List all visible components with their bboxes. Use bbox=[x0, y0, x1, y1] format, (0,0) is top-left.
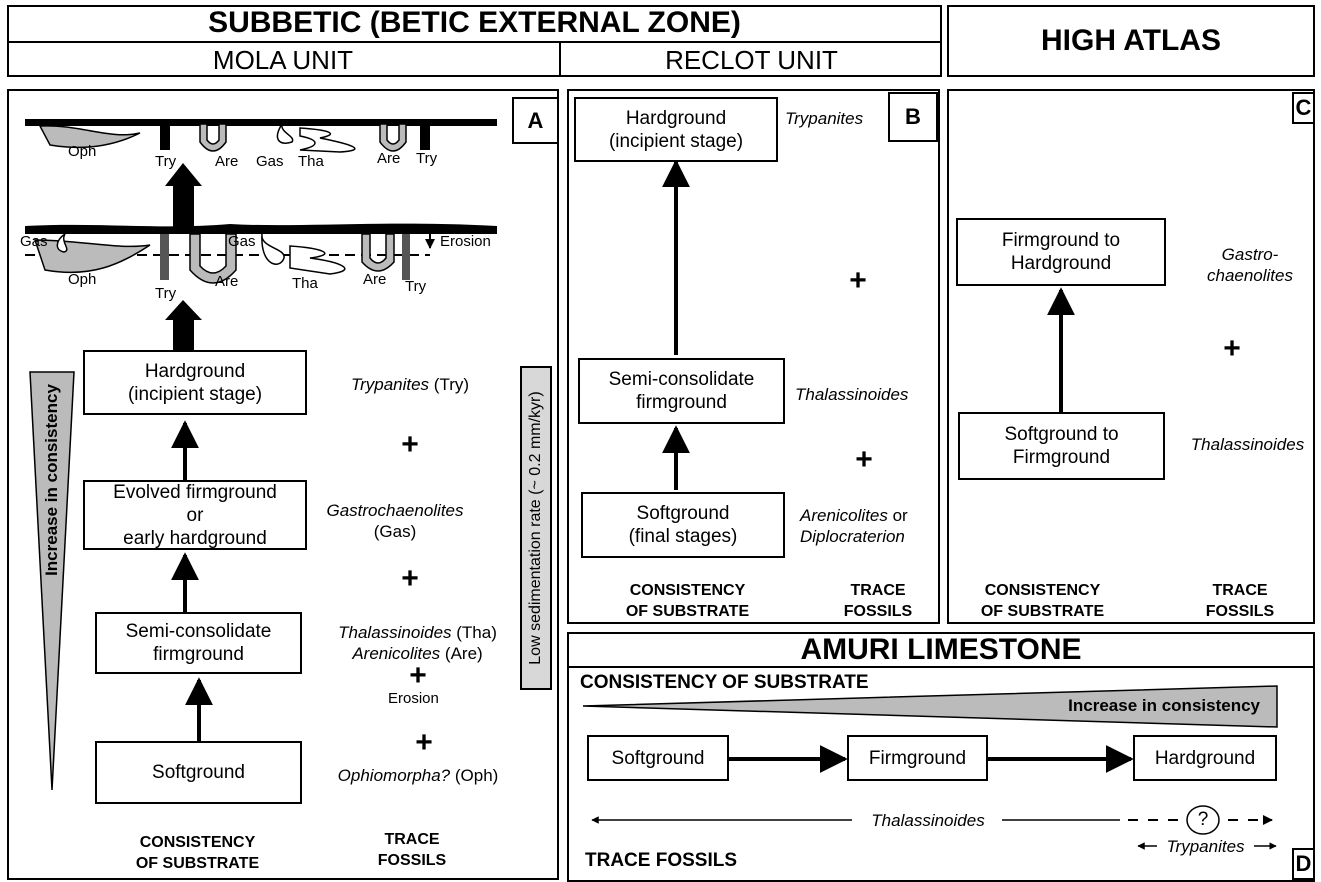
sedimentation-rate-label: Low sedimentation rate (~ 0.2 mm/kyr) bbox=[527, 391, 544, 665]
sketch-top-oph: Oph bbox=[68, 143, 97, 160]
header-vertical-divider bbox=[559, 41, 561, 77]
sketch-top-gas: Gas bbox=[256, 153, 284, 170]
trace-b-are-or: or bbox=[887, 506, 908, 525]
trace-a-tha-name: Thalassinoides bbox=[338, 623, 452, 642]
panel-c-tag: C bbox=[1292, 92, 1315, 124]
panel-b-tag: B bbox=[888, 92, 938, 142]
box-d-firmground: Firmground bbox=[847, 735, 988, 781]
reclot-unit-title: RECLOT UNIT bbox=[665, 44, 838, 75]
sketch-mid-tha: Tha bbox=[292, 275, 318, 292]
trace-c-gastrochaenolites: Gastro- chaenolites bbox=[1206, 245, 1293, 285]
footer-c-consistency: CONSISTENCY OF SUBSTRATE bbox=[980, 582, 1105, 620]
footer-b-trace: TRACE FOSSILS bbox=[843, 582, 913, 620]
trace-a-trypanites-name: Trypanites bbox=[350, 375, 430, 394]
trace-a-oph-abbr: (Oph) bbox=[450, 766, 499, 785]
sketch-mid-oph: Oph bbox=[68, 271, 97, 288]
high-atlas-title: HIGH ATLAS bbox=[947, 5, 1315, 77]
trace-a-ophiomorpha: Ophiomorpha? (Oph) bbox=[318, 765, 518, 786]
plus-a-3: + bbox=[409, 659, 427, 692]
d-thalassinoides: Thalassinoides bbox=[871, 811, 985, 830]
amuri-title: AMURI LIMESTONE bbox=[800, 633, 1082, 666]
sketch-mid-try: Try bbox=[155, 285, 177, 302]
sedimentation-rate-bar bbox=[520, 366, 552, 690]
trace-b-thalassinoides: Thalassinoides bbox=[795, 385, 909, 404]
consistency-wedge-horizontal bbox=[582, 685, 1278, 728]
trace-b-trypanites: Trypanites bbox=[785, 109, 864, 128]
box-a-softground: Softground bbox=[95, 741, 302, 804]
trace-a-thalassinoides: Thalassinoides (Tha) Arenicolites (Are) bbox=[320, 622, 515, 664]
trace-a-tha-abbr: (Tha) bbox=[451, 623, 497, 642]
d-trace-title: TRACE FOSSILS bbox=[585, 850, 738, 871]
trace-b-diplocraterion: Diplocraterion bbox=[800, 527, 905, 546]
plus-b-1: + bbox=[849, 264, 867, 297]
consistency-wedge bbox=[29, 371, 75, 791]
panel-a-frame bbox=[7, 89, 559, 880]
sketch-top-are1: Are bbox=[215, 153, 239, 170]
sketch-top-try1: Try bbox=[155, 153, 177, 170]
box-a-hardground: Hardground (incipient stage) bbox=[83, 350, 307, 415]
sketch-mid-gas2: Gas bbox=[228, 233, 256, 250]
panel-a-tag: A bbox=[512, 97, 559, 144]
mola-unit-title: MOLA UNIT bbox=[212, 44, 354, 75]
trace-a-gas-abbr: (Gas) bbox=[373, 522, 417, 541]
sketch-mid-erosion: Erosion bbox=[440, 233, 491, 250]
box-b-softground: Softground (final stages) bbox=[581, 492, 785, 558]
plus-b-2: + bbox=[855, 443, 873, 476]
d-question-mark: ? bbox=[1197, 809, 1209, 830]
plus-a-1: + bbox=[401, 428, 419, 461]
trace-b-are-name: Arenicolites bbox=[800, 506, 888, 525]
d-trypanites: Trypanites bbox=[1166, 837, 1245, 856]
sketch-mid-gas1: Gas bbox=[20, 233, 48, 250]
trace-a-trypanites-abbr: (Try) bbox=[429, 375, 470, 394]
plus-c-1: + bbox=[1223, 332, 1241, 365]
trace-a-oph-name: Ophiomorpha? bbox=[337, 766, 451, 785]
sketch-top-tha: Tha bbox=[298, 153, 324, 170]
box-c-firmground-to-hardground: Firmground to Hardground bbox=[956, 218, 1166, 286]
footer-b-consistency: CONSISTENCY OF SUBSTRATE bbox=[625, 582, 750, 620]
trace-b-arenicolites: Arenicolites or Diplocraterion bbox=[800, 505, 940, 547]
trace-a-trypanites: Trypanites (Try) bbox=[320, 374, 500, 395]
question-circle bbox=[1186, 805, 1220, 835]
box-b-hardground: Hardground (incipient stage) bbox=[574, 97, 778, 162]
footer-c-trace: TRACE FOSSILS bbox=[1205, 582, 1275, 620]
panel-c-frame bbox=[947, 89, 1315, 624]
sketch-mid-are2: Are bbox=[363, 271, 387, 288]
header-divider bbox=[7, 41, 942, 43]
footer-a-trace: TRACE FOSSILS bbox=[377, 831, 447, 869]
sketch-top-try2: Try bbox=[416, 150, 438, 167]
burrow-sketch-middle bbox=[25, 223, 497, 284]
box-d-softground: Softground bbox=[587, 735, 729, 781]
burrow-sketch-top bbox=[25, 119, 497, 153]
box-c-softground-to-firmground: Softground to Firmground bbox=[958, 412, 1165, 480]
box-a-semi-consolidate: Semi-consolidate firmground bbox=[95, 612, 302, 674]
d-gradient-label: Increase in consistency bbox=[1068, 696, 1260, 715]
block-arrow-upper bbox=[165, 163, 202, 228]
subbetic-title: SUBBETIC (BETIC EXTERNAL ZONE) bbox=[208, 6, 741, 39]
trace-a-gas-name: Gastrochaenolites bbox=[326, 501, 464, 520]
box-b-semi-consolidate: Semi-consolidate firmground bbox=[578, 358, 785, 424]
sketch-mid-try2: Try bbox=[405, 278, 427, 295]
plus-a-2: + bbox=[401, 562, 419, 595]
box-d-hardground: Hardground bbox=[1133, 735, 1277, 781]
sketch-top-are2: Are bbox=[377, 150, 401, 167]
block-arrow-lower bbox=[165, 300, 202, 350]
trace-a-gastrochaenolites: Gastrochaenolites (Gas) bbox=[305, 500, 485, 542]
panel-b-frame bbox=[567, 89, 940, 624]
footer-a-consistency: CONSISTENCY OF SUBSTRATE bbox=[135, 834, 260, 872]
plus-a-4: + bbox=[415, 726, 433, 759]
erosion-label: Erosion bbox=[388, 690, 439, 707]
trace-a-are-name: Arenicolites bbox=[352, 644, 441, 663]
sketch-mid-are1: Are bbox=[215, 273, 239, 290]
panel-d-tag: D bbox=[1292, 848, 1315, 880]
box-a-evolved-firmground: Evolved firmground or early hardground bbox=[83, 480, 307, 550]
d-consistency-title: CONSISTENCY OF SUBSTRATE bbox=[580, 672, 869, 693]
consistency-gradient-label: Increase in consistency bbox=[42, 384, 61, 576]
trace-c-thalassinoides: Thalassinoides bbox=[1190, 435, 1305, 454]
trace-a-are-abbr: (Are) bbox=[440, 644, 483, 663]
amuri-divider bbox=[567, 666, 1315, 668]
